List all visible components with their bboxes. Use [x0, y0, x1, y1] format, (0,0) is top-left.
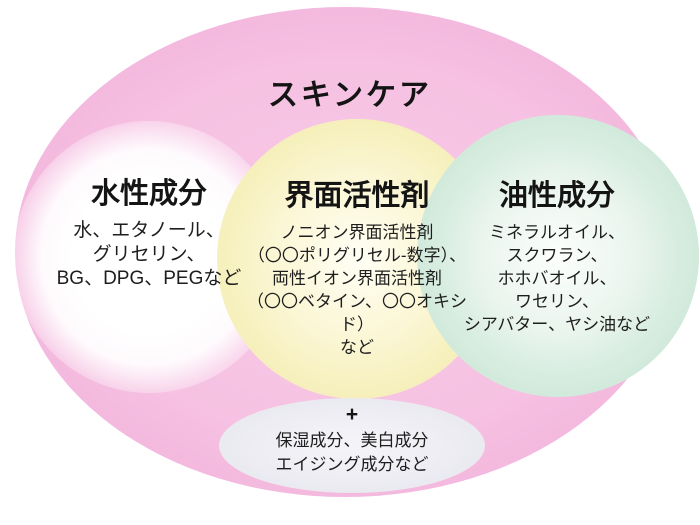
oil-ingredients-group: 油性成分 ミネラルオイル、 スクワラン、 ホホバオイル、 ワセリン、 シアバター…	[427, 172, 687, 336]
oil-ingredient-line: ミネラルオイル、	[489, 223, 625, 242]
surfactant-group-lines: ノニオン界面活性剤 （〇〇ポリグリセル-数字）、 両性イオン界面活性剤 （〇〇ベ…	[222, 221, 492, 359]
oil-ingredient-line: ワセリン、	[515, 292, 599, 311]
water-ingredient-line: グリセリン、	[92, 244, 206, 265]
additives-group: + 保湿成分、美白成分 エイジング成分など	[222, 403, 482, 477]
surfactant-ingredient-line: （〇〇ポリグリセル-数字）、	[247, 246, 467, 265]
additives-line: エイジング成分など	[275, 455, 429, 474]
water-group-lines: 水、エタノール、 グリセリン、 BG、DPG、PEGなど	[20, 219, 278, 291]
surfactant-group: 界面活性剤 ノニオン界面活性剤 （〇〇ポリグリセル-数字）、 両性イオン界面活性…	[222, 172, 492, 359]
additives-line: 保湿成分、美白成分	[275, 431, 429, 450]
water-ingredients-group: 水性成分 水、エタノール、 グリセリン、 BG、DPG、PEGなど	[20, 170, 278, 291]
surfactant-ingredient-line: ノニオン界面活性剤	[280, 223, 434, 242]
surfactant-ingredient-line: 両性イオン界面活性剤	[272, 269, 442, 288]
oil-ingredient-line: シアバター、ヤシ油など	[463, 315, 651, 334]
oil-ingredient-line: スクワラン、	[506, 246, 608, 265]
oil-ingredients-circle	[417, 115, 699, 397]
surfactant-ingredient-line: ド）	[340, 315, 374, 334]
water-group-heading: 水性成分	[90, 178, 207, 210]
surfactant-ingredient-line: （〇〇ベタイン、〇〇オキシ	[247, 292, 467, 311]
surfactant-ingredient-line: など	[340, 338, 374, 357]
additives-ellipse	[219, 398, 485, 493]
plus-symbol: +	[345, 403, 359, 426]
diagram-title: スキンケア	[267, 79, 433, 112]
surfactant-group-heading: 界面活性剤	[284, 180, 430, 212]
additives-group-lines: 保湿成分、美白成分 エイジング成分など	[222, 429, 482, 477]
water-ingredient-line: BG、DPG、PEGなど	[56, 268, 242, 289]
oil-group-heading: 油性成分	[498, 180, 615, 212]
oil-group-lines: ミネラルオイル、 スクワラン、 ホホバオイル、 ワセリン、 シアバター、ヤシ油な…	[427, 221, 687, 336]
oil-ingredient-line: ホホバオイル、	[497, 269, 617, 288]
water-ingredient-line: 水、エタノール、	[73, 220, 225, 241]
